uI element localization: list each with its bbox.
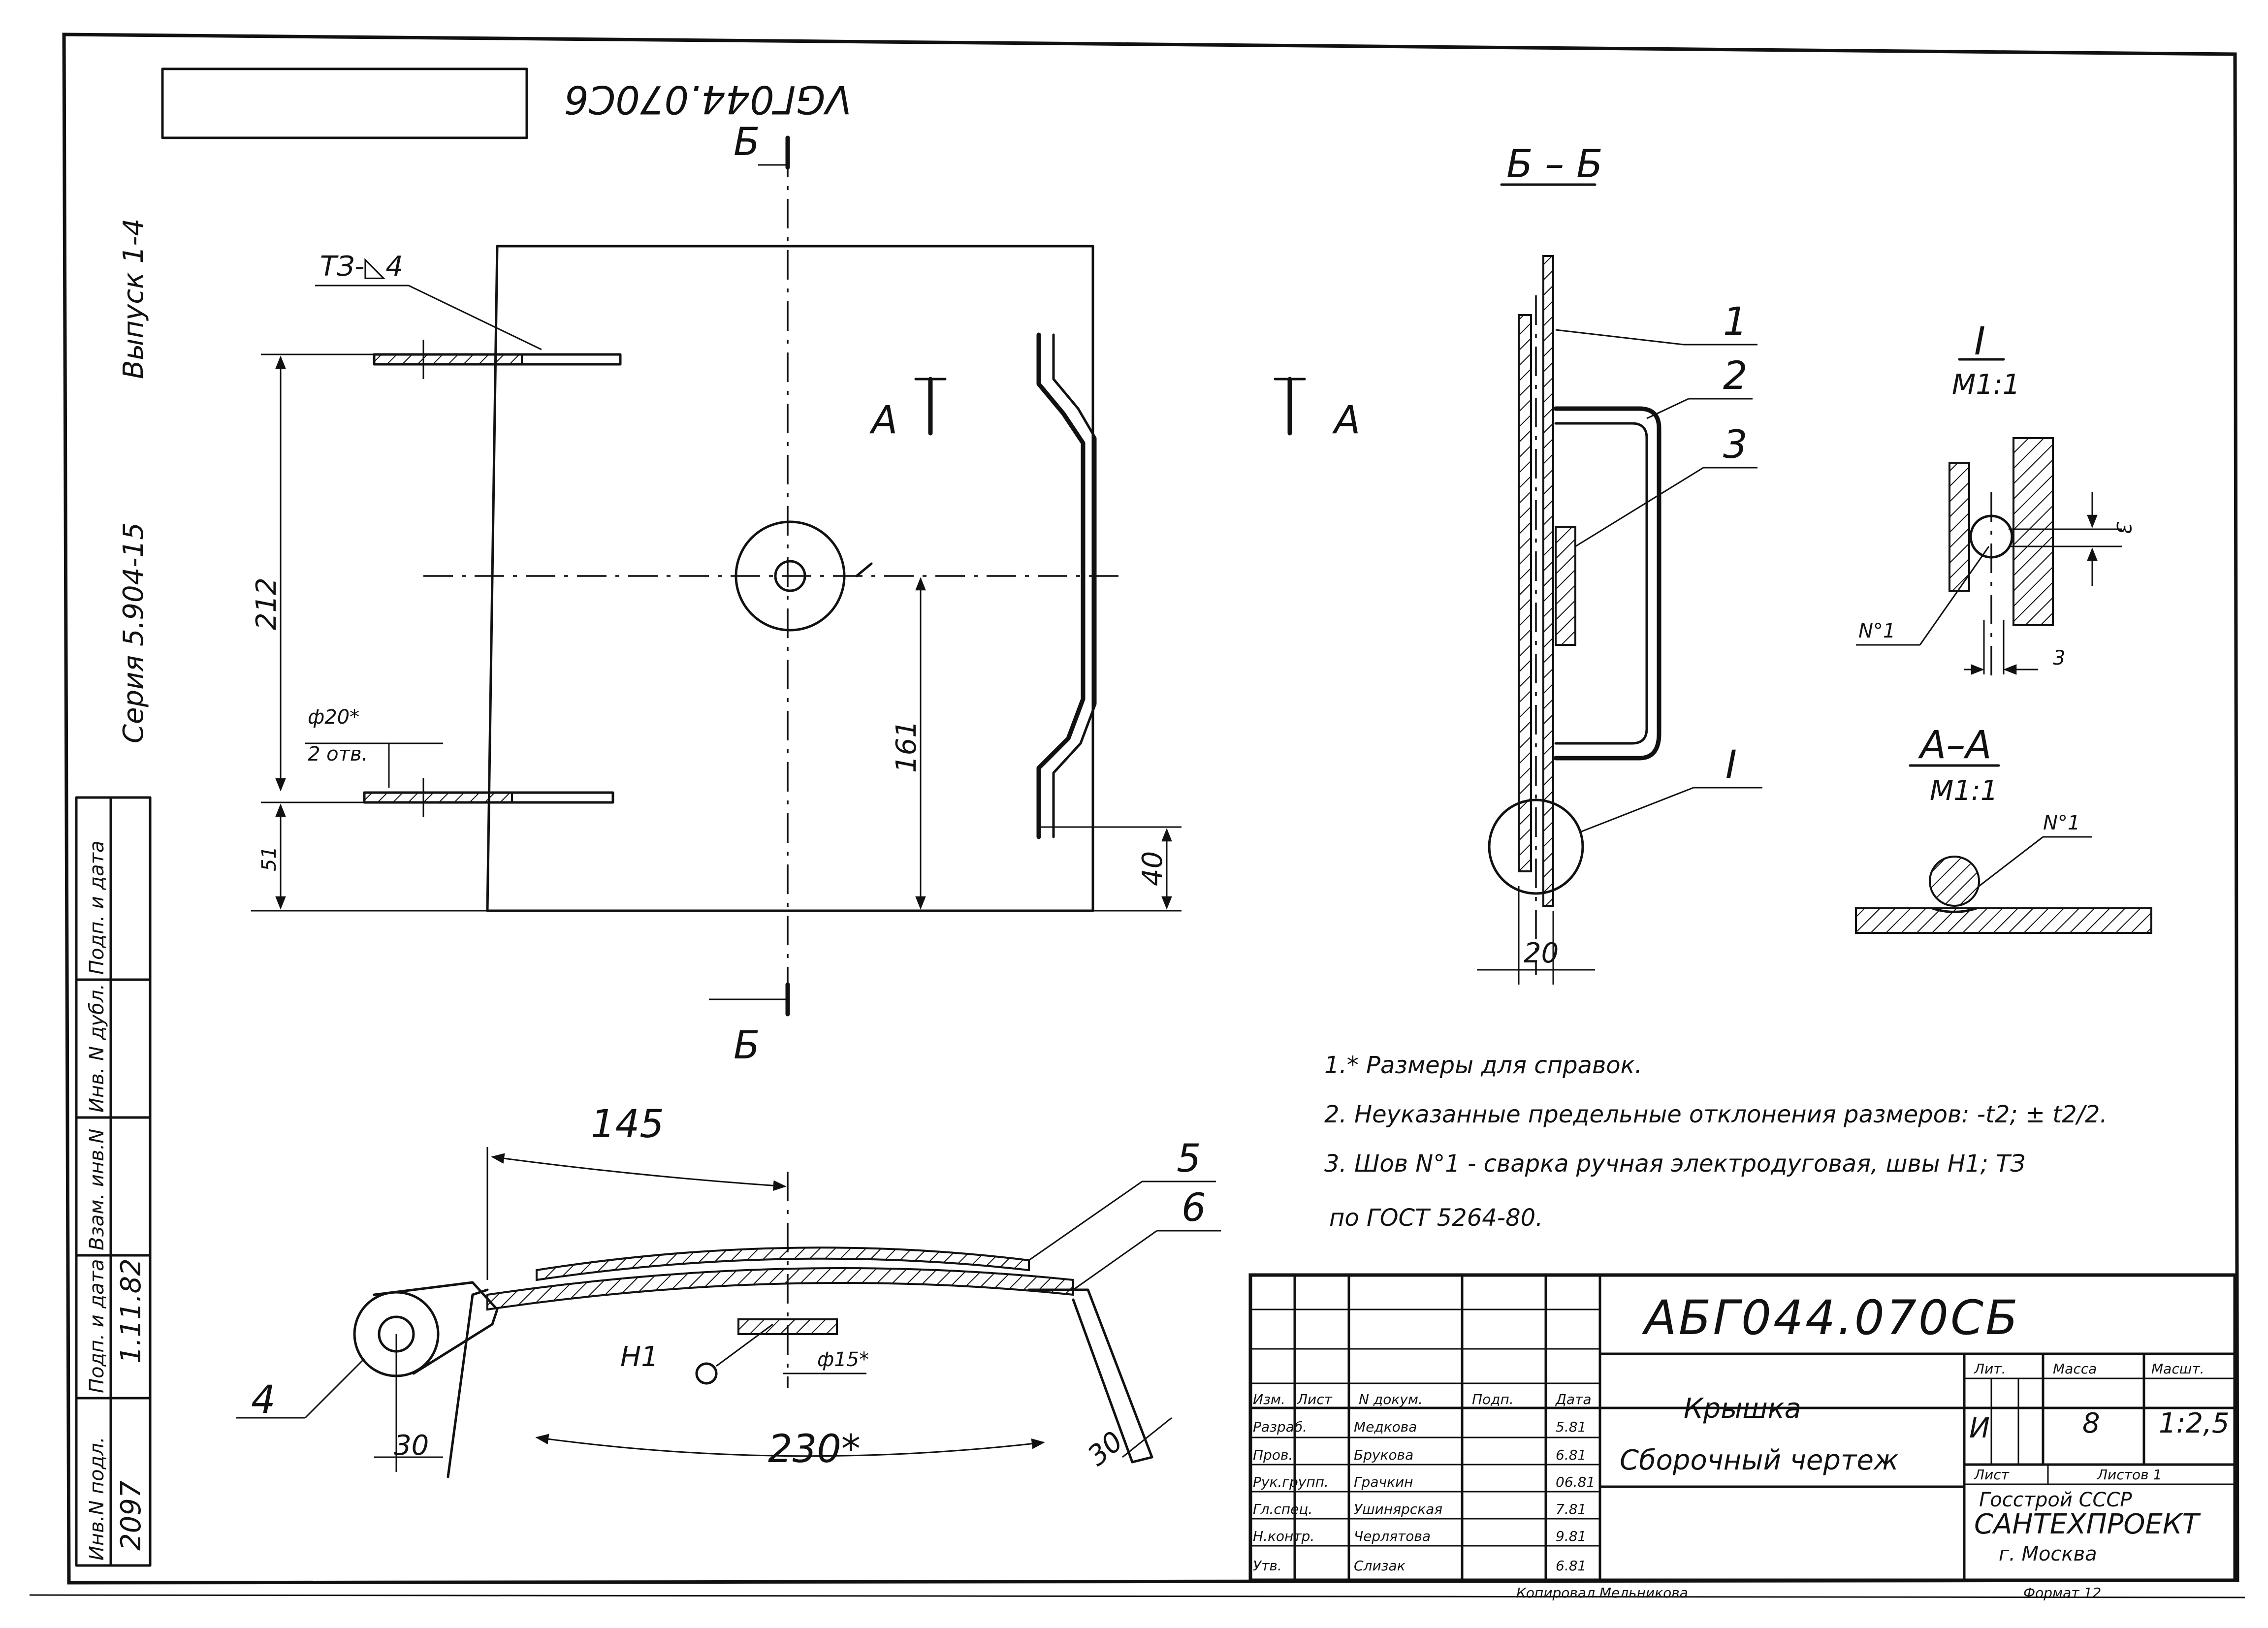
- tb-name-6: Слизак: [1354, 1558, 1406, 1574]
- tb-col-izm: Изм.: [1253, 1391, 1285, 1407]
- pos-4: 4: [251, 1378, 276, 1422]
- pos-5: 5: [1177, 1137, 1201, 1181]
- tb-col-ndok: N докум.: [1359, 1391, 1423, 1407]
- inventory-stamp: Инв.N подл. Подп. и дата Взам. инв.N Инв…: [75, 796, 152, 1567]
- corner-stamp: VGГ044.070C6: [161, 67, 852, 139]
- stamp-date: 1.11.82: [115, 1258, 147, 1364]
- weld-no1-detail: N°1: [1858, 620, 1895, 642]
- tb-role-5: Н.контр.: [1253, 1528, 1314, 1544]
- tb-date-4: 7.81: [1556, 1501, 1586, 1517]
- tb-designation: АБГ044.070СБ: [1641, 1290, 2020, 1345]
- dim-145: 145: [591, 1102, 664, 1147]
- stamp-col-4: Инв. N дубл.: [86, 984, 108, 1113]
- tb-name-2: Брукова: [1354, 1447, 1413, 1463]
- pos-6: 6: [1182, 1186, 1206, 1230]
- tb-org-1: Госстрой СССР: [1979, 1489, 2132, 1511]
- tb-role-2: Пров.: [1253, 1447, 1293, 1463]
- tb-org-3: г. Москва: [1999, 1543, 2097, 1565]
- tb-date-6: 6.81: [1556, 1558, 1586, 1574]
- note-1: 1.* Размеры для справок.: [1324, 1052, 1642, 1079]
- section-mark-bottom: Б: [734, 1023, 760, 1068]
- tb-name-4: Ушинярская: [1354, 1501, 1442, 1517]
- series-text: Серия 5.904-15: [118, 522, 150, 743]
- section-aa: А–А М1:1 N°1: [1855, 723, 2152, 934]
- tb-scale-value: 1:2,5: [2159, 1407, 2230, 1439]
- tb-sheet-label: Лист: [1974, 1467, 2010, 1483]
- stamp-col-5: Подп. и дата: [86, 841, 108, 975]
- note-3: 3. Шов N°1 - сварка ручная электродугова…: [1324, 1150, 2025, 1178]
- tb-col-list: Лист: [1297, 1391, 1333, 1407]
- detail-I-title: I: [1974, 319, 1985, 364]
- tb-role-3: Рук.групп.: [1253, 1474, 1329, 1490]
- note-4: по ГОСТ 5264-80.: [1329, 1204, 1543, 1232]
- dim-20: 20: [1524, 937, 1559, 969]
- tb-doc-type: Сборочный чертеж: [1620, 1444, 1898, 1476]
- tb-mass-label: Масса: [2053, 1361, 2097, 1377]
- dim-40: 40: [1137, 851, 1169, 886]
- dim-161: 161: [891, 720, 923, 773]
- tb-name-5: Черлятова: [1354, 1528, 1431, 1544]
- dim-230: 230*: [768, 1427, 861, 1471]
- side-view: Н1 ф15* 145 230* 30 30 4 5 6: [236, 1102, 1221, 1478]
- tb-col-data: Дата: [1555, 1391, 1592, 1407]
- detail-I: I М1:1 3 3 N°1: [1856, 319, 2135, 679]
- detail-I-scale: М1:1: [1952, 369, 2020, 401]
- stamp-col-2: Подп. и дата: [86, 1259, 108, 1393]
- tb-copied-by: Копировал Мельникова: [1516, 1585, 1688, 1601]
- weld-callout: ТЗ-◺4: [320, 251, 403, 283]
- tb-mass-value: 8: [2082, 1407, 2100, 1439]
- weld-h1: Н1: [620, 1341, 659, 1373]
- dim-51: 51: [258, 846, 281, 871]
- tb-col-podp: Подп.: [1472, 1391, 1514, 1407]
- hole-callout-dia: ф20*: [308, 706, 359, 729]
- front-view-dimensions: 212 51 161 40: [251, 353, 1182, 912]
- tb-lit-label: Лит.: [1974, 1361, 2006, 1377]
- section-bb-title: Б – Б: [1506, 142, 1603, 187]
- tb-role-4: Гл.спец.: [1253, 1501, 1312, 1517]
- dim-212: 212: [251, 577, 283, 630]
- tb-part-name: Крышка: [1684, 1393, 1801, 1425]
- pos-2: 2: [1723, 354, 1748, 398]
- front-view: Б Б А А ТЗ-◺4 ф20* 2 отв.: [305, 120, 1360, 1068]
- dim-3a: 3: [2112, 522, 2135, 534]
- hole-callout-count: 2 отв.: [308, 743, 368, 766]
- section-mark-top: Б: [734, 120, 760, 164]
- tb-sheets-label: Листов 1: [2097, 1467, 2162, 1483]
- dim-3b: 3: [2053, 647, 2065, 670]
- stamp-col-3: Взам. инв.N: [86, 1129, 108, 1250]
- section-aa-scale: М1:1: [1930, 775, 1998, 807]
- tb-role-1: Разраб.: [1253, 1419, 1307, 1435]
- pos-1: 1: [1723, 300, 1748, 344]
- tb-scale-label: Масшт.: [2151, 1361, 2204, 1377]
- issue-text: Выпуск 1-4: [118, 219, 150, 379]
- tb-date-1: 5.81: [1556, 1419, 1586, 1435]
- corner-code: VGГ044.070C6: [564, 77, 852, 121]
- dim-30-left: 30: [394, 1430, 429, 1462]
- tb-name-1: Медкова: [1354, 1419, 1417, 1435]
- stamp-inv-number: 2097: [115, 1480, 147, 1551]
- view-arrow-right: А: [1332, 398, 1360, 443]
- tb-org-2: САНТЕХПРОЕКТ: [1974, 1508, 2201, 1540]
- note-2: 2. Неуказанные предельные отклонения раз…: [1324, 1101, 2108, 1128]
- tb-role-6: Утв.: [1253, 1558, 1282, 1574]
- tb-format: Формат 12: [2023, 1585, 2101, 1601]
- section-aa-title: А–А: [1917, 723, 1992, 767]
- leader-I: I: [1725, 743, 1737, 787]
- tb-name-3: Грачкин: [1354, 1474, 1413, 1490]
- section-bb: Б – Б 1 2 3 I 20: [1477, 142, 1762, 985]
- pos-3: 3: [1723, 423, 1748, 467]
- tb-date-5: 9.81: [1556, 1528, 1586, 1544]
- view-arrow-left: А: [869, 398, 897, 443]
- dia-15: ф15*: [817, 1348, 869, 1371]
- sheet-frame: [29, 32, 2245, 1598]
- stamp-col-1: Инв.N подл.: [86, 1436, 108, 1561]
- tb-lit-value: И: [1969, 1412, 1990, 1444]
- series-strip: Серия 5.904-15 Выпуск 1-4: [118, 219, 150, 743]
- title-block: Изм. Лист N докум. Подп. Дата Разраб. Ме…: [1248, 1273, 2237, 1601]
- tb-date-2: 6.81: [1556, 1447, 1586, 1463]
- weld-no1-section: N°1: [2043, 812, 2080, 834]
- general-notes: 1.* Размеры для справок. 2. Неуказанные …: [1324, 1052, 2108, 1232]
- tb-date-3: 06.81: [1556, 1474, 1595, 1490]
